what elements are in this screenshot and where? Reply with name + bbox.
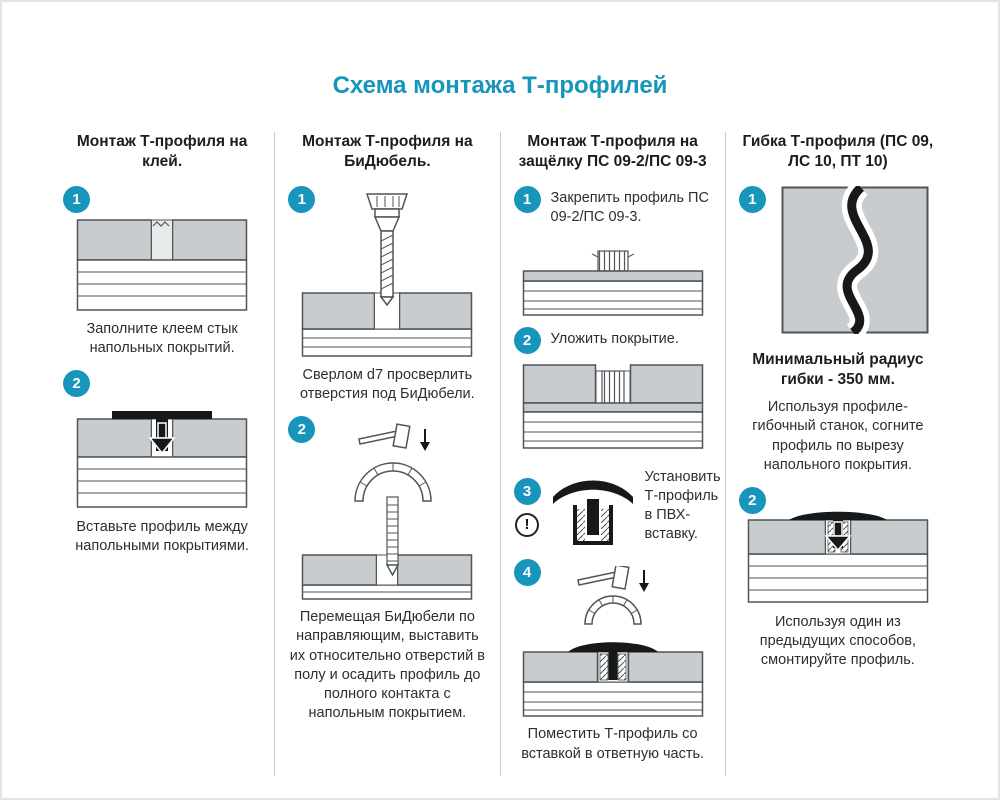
profile-seating-illustration — [514, 566, 712, 718]
latch-base-drawing — [522, 250, 703, 316]
hammering-illustration — [288, 423, 486, 601]
column-bending: Гибка Т-профиля (ПС 09, ЛС 10, ПТ 10) 1 … — [724, 132, 950, 776]
step-caption: Закрепить профиль ПС 09-2/ПС 09-3. — [550, 190, 709, 226]
step-number-badge: 3 — [513, 477, 541, 505]
warning-glyph: ! — [524, 516, 530, 534]
step-number-badge: 1 — [513, 186, 541, 213]
step-number-badge: 1 — [288, 186, 316, 213]
columns-container: Монтаж Т-профиля на клей. 1 — [50, 132, 950, 776]
mounted-profile-drawing — [747, 511, 929, 603]
step-caption: Уложить покрытие. — [550, 331, 679, 348]
step-caption: Используя профиле-гибочный станок, согни… — [752, 399, 924, 473]
step-number-badge: 4 — [513, 559, 541, 587]
covering-laid-illustration — [514, 357, 712, 453]
step-caption: Установить Т-профиль в ПВХ-вставку. — [644, 468, 721, 542]
step-caption: Вставьте профиль между напольными покрыт… — [75, 519, 249, 555]
t-profile-head-icon — [552, 480, 633, 536]
step-caption: Заполните клеем стык напольных покрытий. — [86, 321, 238, 357]
column-bending-heading: Гибка Т-профиля (ПС 09, ЛС 10, ПТ 10) — [742, 133, 934, 170]
step-number-badge: 1 — [63, 186, 90, 213]
page-title: Схема монтажа Т-профилей — [332, 72, 668, 99]
s-curve-profile-icon — [837, 186, 879, 334]
profile-insert-illustration — [63, 399, 261, 511]
profile-cap-gauge-icon — [354, 462, 433, 502]
profile-seating-drawing — [522, 566, 703, 718]
step-caption: Используя один из предыдущих способов, с… — [759, 613, 917, 669]
down-arrow-icon — [824, 521, 852, 551]
column-latch-heading: Монтаж Т-профиля на защёлку ПС 09-2/ПС 0… — [518, 133, 707, 170]
floor-joint-illustration — [63, 215, 261, 313]
step-number-badge: 1 — [738, 186, 766, 213]
step-caption: Поместить Т-профиль со вставкой в ответн… — [521, 726, 705, 762]
bidowel-step-1: 1 — [288, 186, 486, 404]
step-number-badge: 2 — [288, 416, 316, 444]
latch-step-2: 2 Уложить покрытие. — [513, 327, 712, 355]
pvc-insert-drawing — [552, 480, 633, 546]
drilling-illustration — [288, 193, 486, 359]
latch-base-illustration — [514, 235, 712, 319]
glue-bead-icon — [152, 221, 170, 227]
column-glue: Монтаж Т-профиля на клей. 1 — [50, 132, 274, 776]
drilling-drawing — [302, 193, 473, 357]
latch-step-1: 1 Закрепить профиль ПС 09-2/ПС 09-3. — [513, 186, 712, 233]
pvc-channel-icon — [572, 505, 613, 546]
small-down-arrow-icon — [420, 429, 431, 452]
covering-laid-drawing — [522, 364, 703, 450]
min-radius-note: Минимальный радиус гибки - 350 мм. — [752, 351, 924, 389]
t-profile-icon — [567, 642, 658, 681]
bending-step-1: 1 — [738, 186, 937, 334]
pvc-insert-illustration — [547, 463, 639, 553]
hammer-icon — [358, 423, 412, 450]
small-down-arrow-icon — [638, 570, 649, 593]
step-number-badge: 2 — [63, 370, 90, 398]
column-bidowel: Монтаж Т-профиля на БиДюбель. 1 — [274, 132, 499, 776]
bent-profile-illustration — [774, 186, 937, 334]
glue-step-2: 2 — [63, 370, 261, 556]
latch-step-3: 3 ! — [513, 461, 721, 553]
column-bidowel-heading: Монтаж Т-профиля на БиДюбель. — [302, 133, 473, 170]
step-caption: Сверлом d7 просверлить отверстия под БиД… — [300, 367, 475, 403]
bidowel-screw-icon — [386, 496, 400, 577]
drill-icon — [366, 193, 409, 307]
latch-clip-icon — [591, 250, 634, 272]
bending-step-2: 2 — [738, 486, 937, 670]
bent-profile-drawing — [781, 186, 929, 334]
profile-insert-drawing — [76, 411, 248, 508]
profile-cap-gauge-icon — [583, 595, 642, 626]
glue-step-1: 1 Заполните клеем ст — [63, 186, 261, 358]
step-number-badge: 2 — [738, 486, 766, 514]
column-latch: Монтаж Т-профиля на защёлку ПС 09-2/ПС 0… — [499, 132, 725, 776]
step-caption: Перемещая БиДюбели по направляющим, выст… — [289, 609, 485, 721]
step-number-badge: 2 — [513, 327, 541, 355]
step3-badge-column: 3 ! — [513, 477, 541, 537]
bidowel-step-2: 2 — [288, 416, 486, 723]
floor-joint-drawing — [76, 219, 248, 311]
hammer-icon — [576, 566, 630, 591]
down-arrow-icon — [148, 422, 176, 455]
hammering-drawing — [302, 423, 473, 600]
column-glue-heading: Монтаж Т-профиля на клей. — [76, 133, 248, 170]
mounted-profile-illustration — [739, 494, 937, 606]
warning-icon: ! — [515, 512, 539, 537]
latch-step-4: 4 — [513, 559, 712, 763]
